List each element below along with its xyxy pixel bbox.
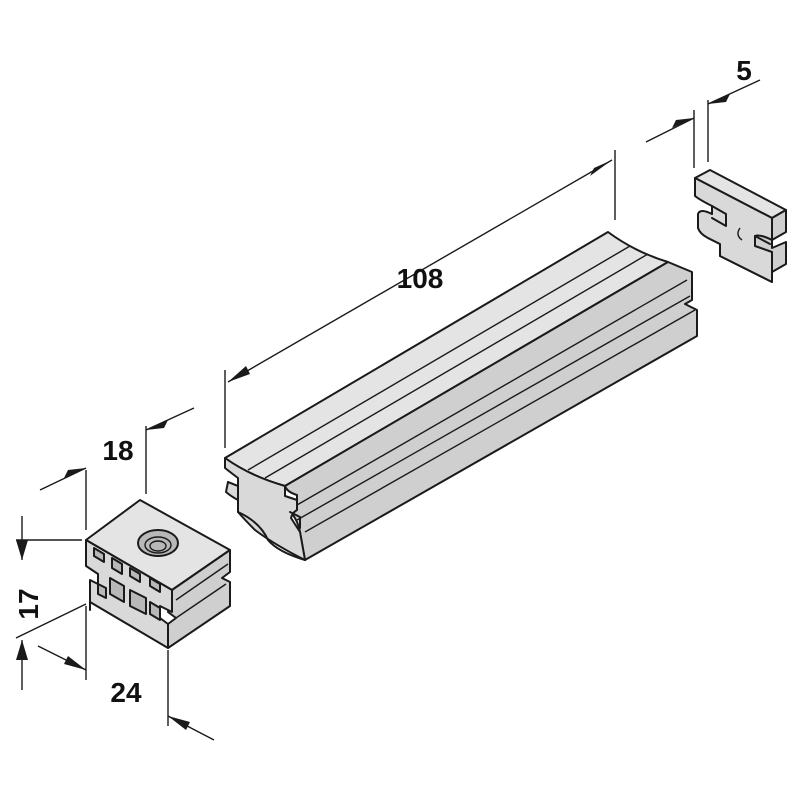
- endcap-thickness-label: 5: [736, 55, 752, 86]
- dimension-connector-height: 17: [13, 516, 87, 690]
- connector-width-label: 24: [110, 677, 142, 708]
- connector-height-label: 17: [13, 588, 44, 619]
- end-cap: [694, 169, 787, 283]
- connector-depth-label: 18: [102, 435, 133, 466]
- dimension-rail-length: 108: [224, 150, 616, 448]
- connector-block: [85, 499, 231, 649]
- dimension-connector-width: 24: [37, 606, 215, 741]
- profile-rail: [224, 231, 698, 561]
- dimension-connector-depth: 18: [39, 407, 195, 530]
- rail-length-label: 108: [397, 263, 444, 294]
- dimension-endcap-thickness: 5: [645, 55, 761, 168]
